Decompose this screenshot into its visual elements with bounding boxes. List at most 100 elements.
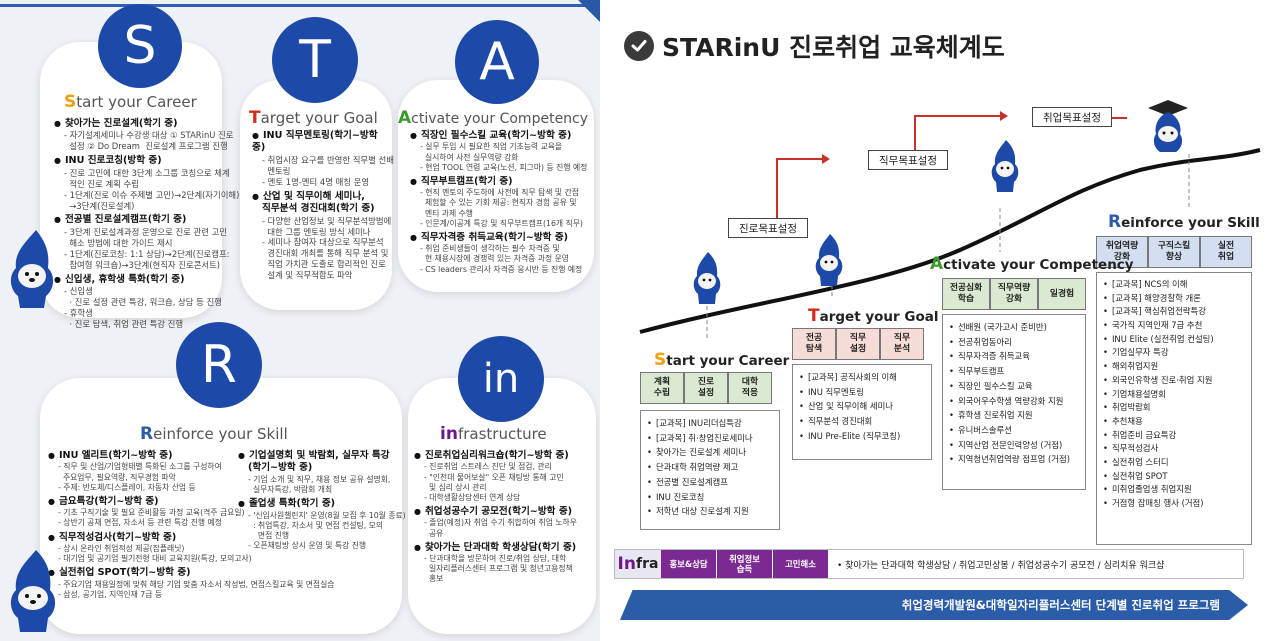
- program-item: 해외취업지원: [1103, 360, 1245, 374]
- program-heading: 졸업생 특화(학기 중): [238, 498, 402, 510]
- program-item: 취업준비 금요특강: [1103, 429, 1245, 443]
- program-detail: 설정 ② Do Dream 진로설계 프로그램 진행: [64, 141, 228, 152]
- circle-t-letter: T: [299, 30, 331, 90]
- program-item: [교과목] 해양경찰학 개론: [1103, 292, 1245, 306]
- program-detail: 일자리플러스센터 프로그램 및 청년고용정책: [424, 564, 573, 574]
- program-item: [교과목] 공직사회의 이해: [799, 370, 925, 385]
- program-heading: INU 진로코칭(방학 중): [54, 155, 224, 167]
- infra-tag: 고민해소: [773, 550, 829, 578]
- program-item: 직장인 필수스킬 교육: [949, 379, 1079, 394]
- target-cell: 직무 분석: [880, 328, 924, 360]
- program-detail: - 인문계/이공계 특강 및 직무부트캠프(16개 직무): [420, 218, 583, 228]
- start-cell-label: 진로 설정: [697, 377, 715, 398]
- activate-cell-label: 일경험: [1049, 288, 1075, 299]
- program-heading: INU 엘리트(학기~방학 중): [48, 450, 240, 462]
- program-item: INU Elite (실전취업 컨설팅): [1103, 333, 1245, 347]
- circle-in-letter: in: [482, 356, 520, 402]
- top-divider: [0, 4, 600, 7]
- program-item: INU Pre-Elite (직무코칭): [799, 429, 925, 444]
- circle-s-letter: S: [123, 16, 157, 76]
- start-cell: 대학 적응: [728, 372, 772, 404]
- program-item: 산업 및 직무이해 세미나: [799, 399, 925, 414]
- title-reinforce: Reinforce your Skill: [140, 424, 288, 444]
- banner-text: 취업경력개발원&대학일자리플러스센터 단계별 진로취업 프로그램: [901, 598, 1220, 612]
- program-heading: 금요특강(학기~방학 중): [48, 496, 240, 508]
- program-item: 외국어우수학생 역량강화 지원: [949, 394, 1079, 409]
- program-item: 실전취업 스터디: [1103, 456, 1245, 470]
- phase-start-title: Start your Career: [654, 350, 789, 370]
- list-activate: 직장인 필수스킬 교육(학기~방학 중)- 실무 투입 시 필요한 직업 기초능…: [410, 130, 592, 275]
- start-cell-label: 대학 적응: [741, 377, 759, 398]
- phase-start-first: S: [654, 350, 667, 370]
- program-detail: →3단계(진로설계): [64, 200, 135, 211]
- program-item: 지역청년취업역량 점프업 (거점): [949, 452, 1079, 467]
- title-start: Start your Career: [64, 92, 197, 112]
- infra-tag: 취업정보 습득: [717, 550, 773, 578]
- program-detail: 현 채용시장에 경쟁력 있는 자격증 과정 운영: [420, 254, 569, 264]
- goal-job: 직무목표설정: [868, 150, 948, 170]
- title-infrastructure-first: in: [440, 424, 458, 444]
- start-cell: 진로 설정: [684, 372, 728, 404]
- program-item: 미취업졸업생 취업지원: [1103, 483, 1245, 497]
- phase-target-title: Target your Goal: [808, 306, 939, 326]
- program-detail: 실시하여 사전 실무역량 강화: [420, 152, 519, 162]
- program-heading: 직무적성검사(학기~방학 중): [48, 532, 240, 544]
- program-heading: 직무부트캠프(학기 중): [410, 176, 592, 188]
- phase-activate-title: Activate your Competency: [930, 254, 1134, 274]
- program-detail: - 직무 및 산업/기업형태별 특화된 소그룹 구성하여: [58, 462, 222, 472]
- program-detail: - 실무 투입 시 필요한 직업 기초능력 교육을: [420, 142, 563, 152]
- program-heading-cont: 직무분석 경진대회(학기 중): [262, 203, 375, 215]
- infra-tag: 홍보&상담: [661, 550, 717, 578]
- program-detail: - 자기설계세미나 수강생 대상 ① STARinU 진로: [64, 130, 234, 141]
- program-detail: - 삼성, 공기업, 지역인재 7급 등: [58, 589, 163, 599]
- program-detail: - 취업시장 요구를 반영한 직무별 선배: [262, 154, 394, 165]
- program-detail: 설계 및 직무적합도 파악: [262, 270, 353, 281]
- mascot-icon: [693, 252, 721, 304]
- program-detail: - '신입사원챌린지' 운영(8월 모집 후 10월 종료): [248, 510, 406, 520]
- program-detail: - 오픈채팅방 상시 운영 및 특강 진행: [248, 541, 367, 551]
- goal-career-label: 진로목표설정: [739, 222, 797, 235]
- reinforce-cells: 취업역량 강화 구직스킬 향상 실전 취업: [1096, 236, 1252, 268]
- circle-r: R: [176, 322, 262, 408]
- program-detail: - 진로취업 스트레스 진단 및 점검, 관리: [424, 462, 552, 472]
- program-detail: 홍보: [424, 574, 444, 584]
- program-detail: - 3단계 진로설계과정 운영으로 진로 관련 고민: [64, 226, 228, 237]
- program-item: INU 진로코칭: [647, 490, 773, 505]
- mascot-icon: [10, 230, 54, 308]
- program-detail: - 대기업 및 공기업 필기전형 대비 교육지원(특강, 모의고사): [58, 554, 252, 564]
- program-detail: - 1단계(진로 이슈 주제별 고민)→2단계(자기이해): [64, 189, 240, 200]
- program-detail: - 현직 멘토의 주도하에 사전에 직무 탐색 및 간접: [420, 188, 579, 198]
- title-infrastructure-rest: frastructure: [457, 425, 547, 443]
- program-item: 저학년 대상 진로설계 지원: [647, 504, 773, 519]
- program-item: 직무부트캠프: [949, 364, 1079, 379]
- mascot-icon: [815, 234, 843, 286]
- program-detail: 실무자특강, 박람회 개최: [248, 485, 333, 495]
- program-detail: - 취업 준비생들이 생각하는 필수 자격증 및: [420, 244, 560, 254]
- infra-tag-label: 홍보&상담: [669, 558, 708, 569]
- program-heading: 실전취업 SPOT(학기~방학 중): [48, 567, 240, 579]
- program-item: INU 직무멘토링: [799, 385, 925, 400]
- reinforce-cell: 취업역량 강화: [1096, 236, 1148, 268]
- target-cell: 전공 탐색: [792, 328, 836, 360]
- program-heading: 찾아가는 진로설계(학기 중): [54, 118, 224, 130]
- program-item: [교과목] 취·창업진로세미나: [647, 431, 773, 446]
- banner-bar: [620, 590, 1248, 620]
- program-detail: 직업 가치관 도출로 합리적인 진로: [262, 259, 386, 270]
- title-start-rest: tart your Career: [76, 93, 197, 111]
- reinforce-cell-label: 구직스킬 향상: [1157, 241, 1191, 262]
- program-detail: 주요업무, 필요역량, 직무경험 파악: [58, 472, 176, 482]
- title-reinforce-first: R: [140, 424, 154, 444]
- start-cells: 계획 수립 진로 설정 대학 적응: [640, 372, 772, 404]
- program-item: 전공별 진로설계캠프: [647, 475, 773, 490]
- program-detail: - 상시 온라인 취업적성 제공(잡플래닛): [58, 544, 185, 554]
- growth-curve: [639, 111, 1261, 340]
- activate-cells: 전공심화 학습 직무역량 강화 일경험: [942, 278, 1086, 310]
- goal-employ: 취업목표설정: [1032, 107, 1112, 127]
- phase-target-first: T: [808, 306, 820, 326]
- program-detail: - CS leaders 관리사 자격증 응시반 등 진행 예정: [420, 264, 583, 274]
- program-detail: 멘토링: [262, 165, 291, 176]
- activate-items: 선배원 (국가고시 준비반)전공취업동아리직무자격증 취득교육직무부트캠프직장인…: [942, 314, 1086, 490]
- program-heading: 전공별 진로설계캠프(학기 중): [54, 214, 224, 226]
- program-detail: 멘티 과제 수행: [420, 208, 473, 218]
